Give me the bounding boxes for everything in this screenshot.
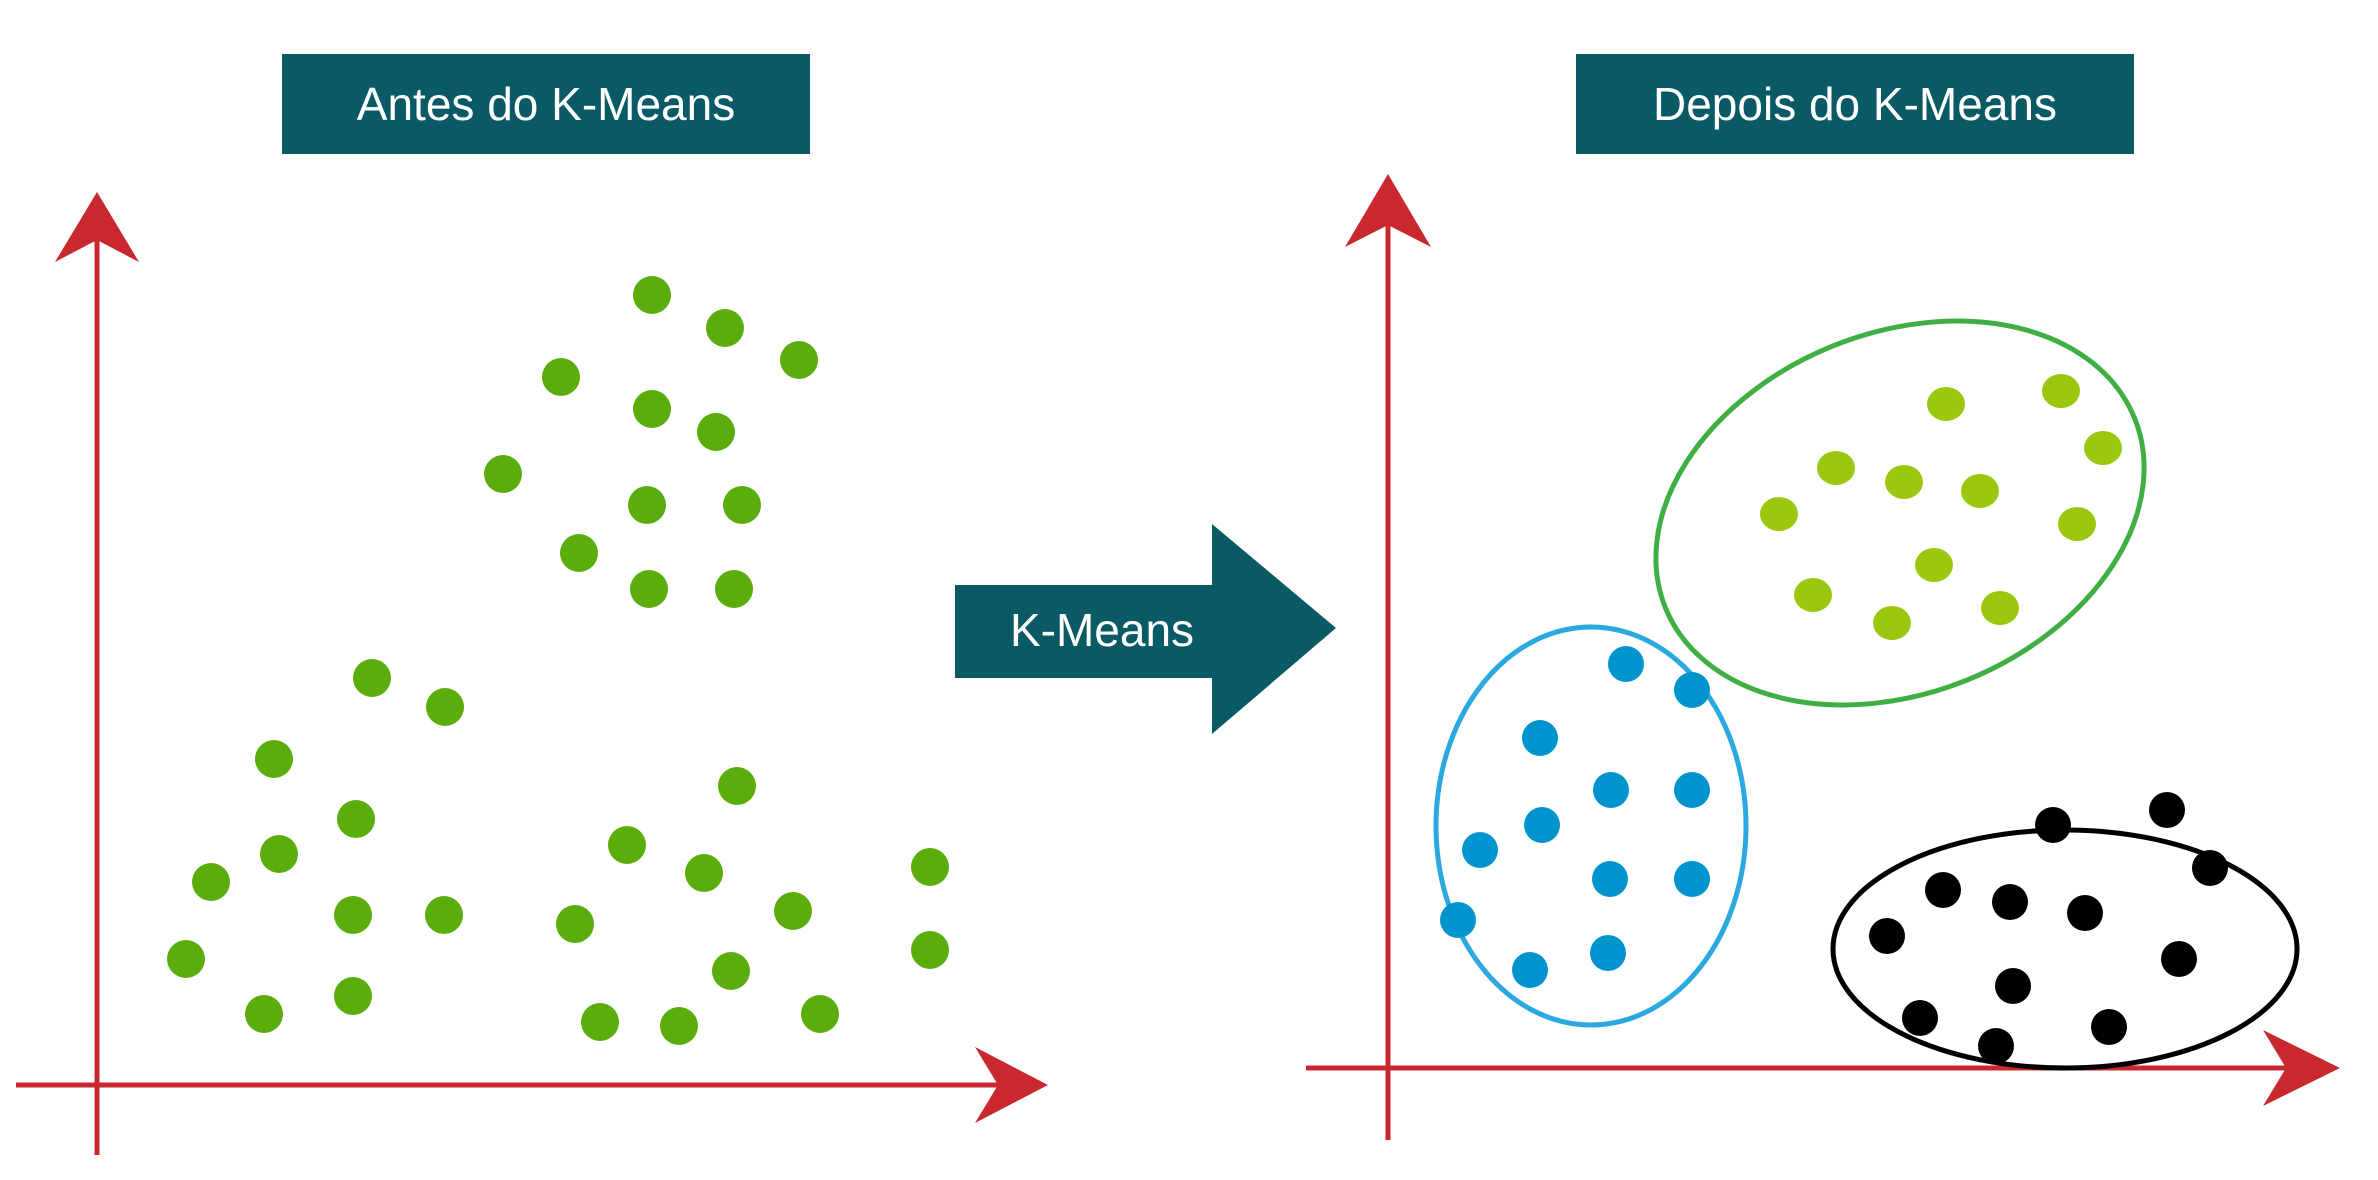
cluster-lime-point — [1915, 548, 1953, 582]
before-data-point — [685, 854, 723, 892]
after-axes — [1306, 174, 2340, 1140]
cluster-black-point — [2149, 792, 2185, 828]
before-data-point — [706, 309, 744, 347]
before-data-point — [542, 358, 580, 396]
after-points — [1440, 374, 2228, 1064]
cluster-blue-point — [1440, 902, 1476, 938]
before-data-point — [801, 995, 839, 1033]
after-y-axis-arrowhead-icon — [1345, 174, 1431, 247]
cluster-blue-point — [1462, 832, 1498, 868]
before-data-point — [697, 413, 735, 451]
cluster-blue-outline — [1433, 624, 1749, 1028]
before-data-point — [633, 390, 671, 428]
cluster-black-point — [1978, 1028, 2014, 1064]
before-data-point — [581, 1003, 619, 1041]
before-data-point — [167, 940, 205, 978]
cluster-lime-point — [1961, 474, 1999, 508]
before-title-box: Antes do K-Means — [282, 54, 810, 154]
before-data-point — [425, 896, 463, 934]
before-data-point — [630, 570, 668, 608]
before-data-point — [245, 995, 283, 1033]
before-points — [167, 276, 949, 1045]
before-data-point — [608, 826, 646, 864]
before-data-point — [334, 896, 372, 934]
cluster-blue-point — [1593, 772, 1629, 808]
before-data-point — [911, 848, 949, 886]
cluster-black-point — [2192, 850, 2228, 886]
cluster-blue-point — [1674, 861, 1710, 897]
transition-arrow: K-Means — [955, 524, 1336, 734]
before-axes — [16, 192, 1048, 1155]
cluster-blue-point — [1590, 935, 1626, 971]
before-panel: Antes do K-Means — [16, 54, 1048, 1155]
cluster-lime-outline — [1653, 318, 2147, 708]
before-data-point — [192, 863, 230, 901]
after-title-background — [1576, 54, 2134, 154]
cluster-black-point — [2091, 1009, 2127, 1045]
cluster-lime-point — [1885, 465, 1923, 499]
before-data-point — [718, 767, 756, 805]
before-title-background — [282, 54, 810, 154]
before-x-axis-arrowhead-icon — [975, 1047, 1048, 1123]
cluster-black-point — [2035, 807, 2071, 843]
cluster-lime-point — [2042, 374, 2080, 408]
before-data-point — [723, 486, 761, 524]
before-data-point — [484, 455, 522, 493]
cluster-blue-point — [1608, 646, 1644, 682]
cluster-black-point — [1902, 1000, 1938, 1036]
cluster-lime-point — [1817, 451, 1855, 485]
cluster-black-point — [2161, 941, 2197, 977]
cluster-lime-point — [2084, 431, 2122, 465]
before-data-point — [560, 534, 598, 572]
cluster-blue-point — [1524, 807, 1560, 843]
before-data-point — [426, 688, 464, 726]
cluster-blue-point — [1674, 672, 1710, 708]
cluster-blue-point — [1592, 861, 1628, 897]
cluster-black-point — [1869, 918, 1905, 954]
cluster-lime-point — [1760, 497, 1798, 531]
transition-arrow-label: K-Means — [1010, 604, 1194, 656]
before-data-point — [911, 931, 949, 969]
before-data-point — [628, 486, 666, 524]
before-data-point — [780, 341, 818, 379]
cluster-lime-point — [2058, 507, 2096, 541]
after-title-box: Depois do K-Means — [1576, 54, 2134, 154]
cluster-lime-point — [1873, 606, 1911, 640]
before-data-point — [556, 905, 594, 943]
after-x-axis-arrowhead-icon — [2263, 1030, 2340, 1106]
before-data-point — [260, 835, 298, 873]
cluster-lime-point — [1981, 591, 2019, 625]
cluster-lime-point — [1794, 578, 1832, 612]
before-data-point — [353, 659, 391, 697]
before-data-point — [337, 800, 375, 838]
cluster-black-point — [1925, 872, 1961, 908]
after-panel: Depois do K-Means — [1306, 54, 2340, 1140]
after-title-text: Depois do K-Means — [1653, 78, 2057, 130]
cluster-black-point — [1995, 968, 2031, 1004]
cluster-lime-point — [1927, 387, 1965, 421]
before-data-point — [660, 1007, 698, 1045]
before-y-axis-arrowhead-icon — [55, 192, 139, 262]
cluster-blue-point — [1512, 952, 1548, 988]
cluster-black-point — [2067, 895, 2103, 931]
before-title-text: Antes do K-Means — [357, 78, 735, 130]
cluster-blue-point — [1674, 772, 1710, 808]
before-data-point — [633, 276, 671, 314]
before-data-point — [774, 892, 812, 930]
before-data-point — [715, 570, 753, 608]
cluster-blue-point — [1522, 720, 1558, 756]
before-data-point — [334, 977, 372, 1015]
right-arrow-icon — [955, 524, 1336, 734]
before-data-point — [712, 952, 750, 990]
before-data-point — [255, 740, 293, 778]
cluster-black-point — [1992, 884, 2028, 920]
